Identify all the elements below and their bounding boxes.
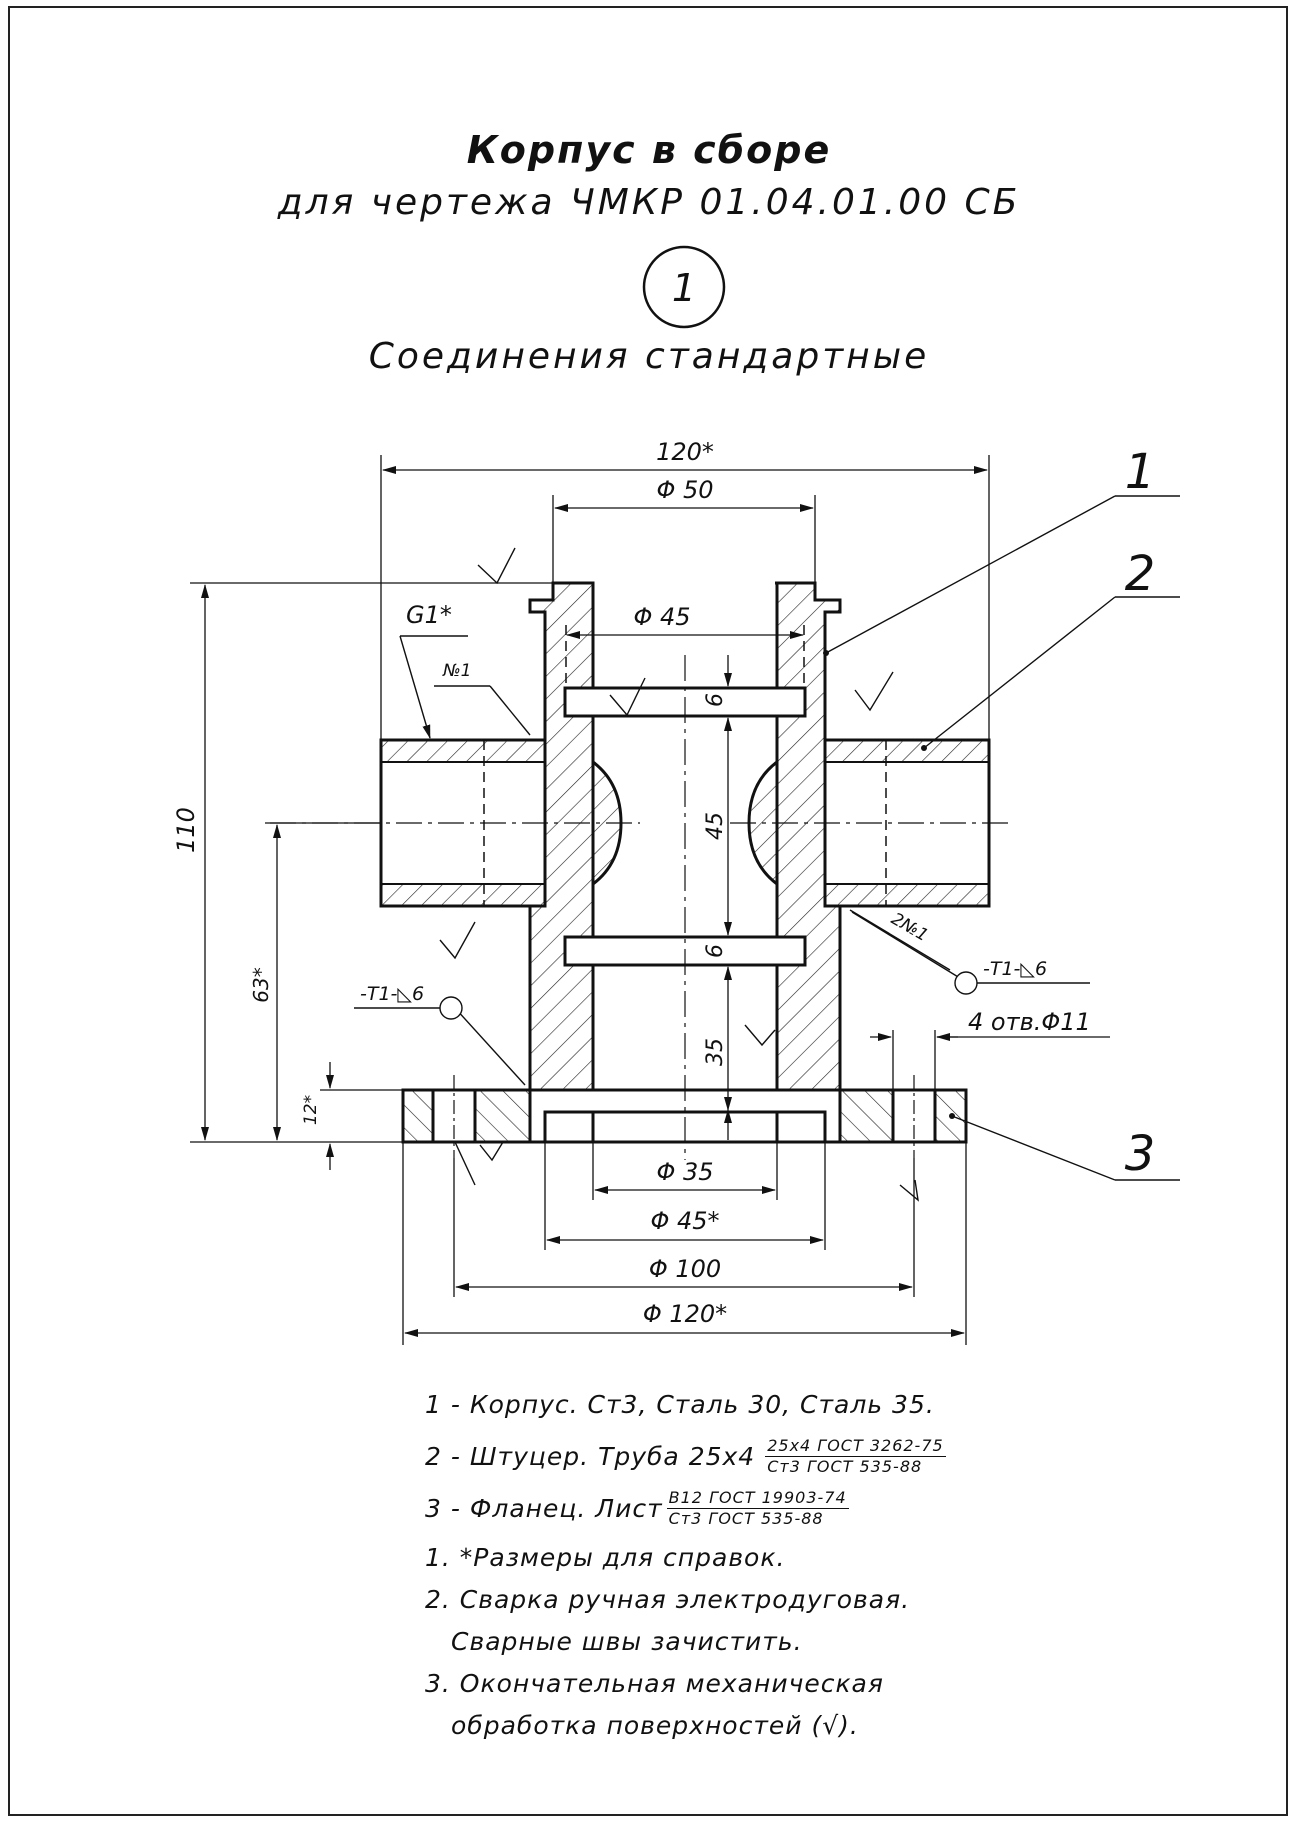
drawing-subtitle: для чертежа ЧМКР 01.04.01.00 СБ xyxy=(277,182,1021,223)
note-line: 3. Окончательная механическая xyxy=(425,1669,884,1698)
dim-12: 12* xyxy=(301,1095,321,1125)
drawing-title: Корпус в сборе xyxy=(466,128,832,172)
dim-groove-upper: 6 xyxy=(703,693,728,707)
note-line: 2. Сварка ручная электродуговая. xyxy=(425,1585,911,1614)
section-number-badge: 1 xyxy=(642,245,726,329)
note-line: обработка поверхностей (√). xyxy=(451,1711,859,1740)
section-caption: Соединения стандартные xyxy=(368,336,930,377)
weld-all-around-left-icon xyxy=(439,996,463,1020)
weld-label-2: 2№1 xyxy=(888,909,932,946)
dim-phi100: Φ 100 xyxy=(649,1255,721,1283)
leader-number-2: 2 xyxy=(1125,546,1156,602)
dim-groove-lower: 6 xyxy=(703,944,728,958)
technical-notes: 1. *Размеры для справок. 2. Сварка ручна… xyxy=(425,1543,910,1753)
part-item-text: 2 - Штуцер. Труба 25x4 xyxy=(425,1441,756,1471)
fraction-denominator: Ст3 ГОСТ 535-88 xyxy=(767,1456,923,1476)
part-material-fraction: 25x4 ГОСТ 3262-75 Ст3 ГОСТ 535-88 xyxy=(765,1435,946,1476)
dim-height-110: 110 xyxy=(172,807,200,853)
thread-label: G1* xyxy=(406,601,452,629)
weld-symbol-left: -Т1-◺6 xyxy=(360,983,424,1005)
dim-phi35: Φ 35 xyxy=(656,1158,713,1186)
dim-phi45-top: Φ 45 xyxy=(633,603,690,631)
weld-label-1: №1 xyxy=(442,661,472,681)
fraction-numerator: В12 ГОСТ 19903-74 xyxy=(666,1487,849,1509)
dim-mid-45: 45 xyxy=(703,812,728,840)
leader-number-1: 1 xyxy=(1125,444,1156,500)
flange-part xyxy=(401,1075,968,1158)
part-item: 1 - Корпус. Ст3, Сталь 30, Сталь 35. xyxy=(425,1378,946,1430)
dim-63: 63* xyxy=(249,967,273,1002)
part-item-text: 3 - Фланец. Лист xyxy=(425,1493,663,1523)
part-item-text: 1 - Корпус. Ст3, Сталь 30, Сталь 35. xyxy=(425,1389,935,1419)
part-item: 2 - Штуцер. Труба 25x4 25x4 ГОСТ 3262-75… xyxy=(425,1430,946,1482)
part-item: 3 - Фланец. Лист В12 ГОСТ 19903-74 Ст3 Г… xyxy=(425,1482,946,1534)
drawing-frame xyxy=(8,6,1288,1816)
dim-phi120: Φ 120* xyxy=(643,1300,727,1328)
roughness-marks xyxy=(439,547,919,1202)
weld-all-around-right-icon xyxy=(954,971,978,995)
fraction-numerator: 25x4 ГОСТ 3262-75 xyxy=(765,1435,946,1457)
dim-phi45-bottom: Φ 45* xyxy=(650,1207,719,1235)
dim-bottom-35: 35 xyxy=(703,1038,728,1066)
dim-phi50: Φ 50 xyxy=(656,476,713,504)
fraction-denominator: Ст3 ГОСТ 535-88 xyxy=(668,1508,824,1528)
leader-number-3: 3 xyxy=(1125,1126,1156,1182)
note-line: 1. *Размеры для справок. xyxy=(425,1543,786,1572)
dim-holes: 4 отв.Φ11 xyxy=(968,1008,1091,1036)
note-line: Сварные швы зачистить. xyxy=(451,1627,803,1656)
part-material-fraction: В12 ГОСТ 19903-74 Ст3 ГОСТ 535-88 xyxy=(666,1487,849,1528)
dim-top-overall: 120* xyxy=(656,438,714,466)
section-number: 1 xyxy=(672,266,696,310)
weld-symbol-right: -Т1-◺6 xyxy=(983,958,1047,980)
leader-lines xyxy=(354,495,1180,1181)
parts-list: 1 - Корпус. Ст3, Сталь 30, Сталь 35. 2 -… xyxy=(425,1378,946,1534)
dimension-lines xyxy=(190,455,1110,1345)
